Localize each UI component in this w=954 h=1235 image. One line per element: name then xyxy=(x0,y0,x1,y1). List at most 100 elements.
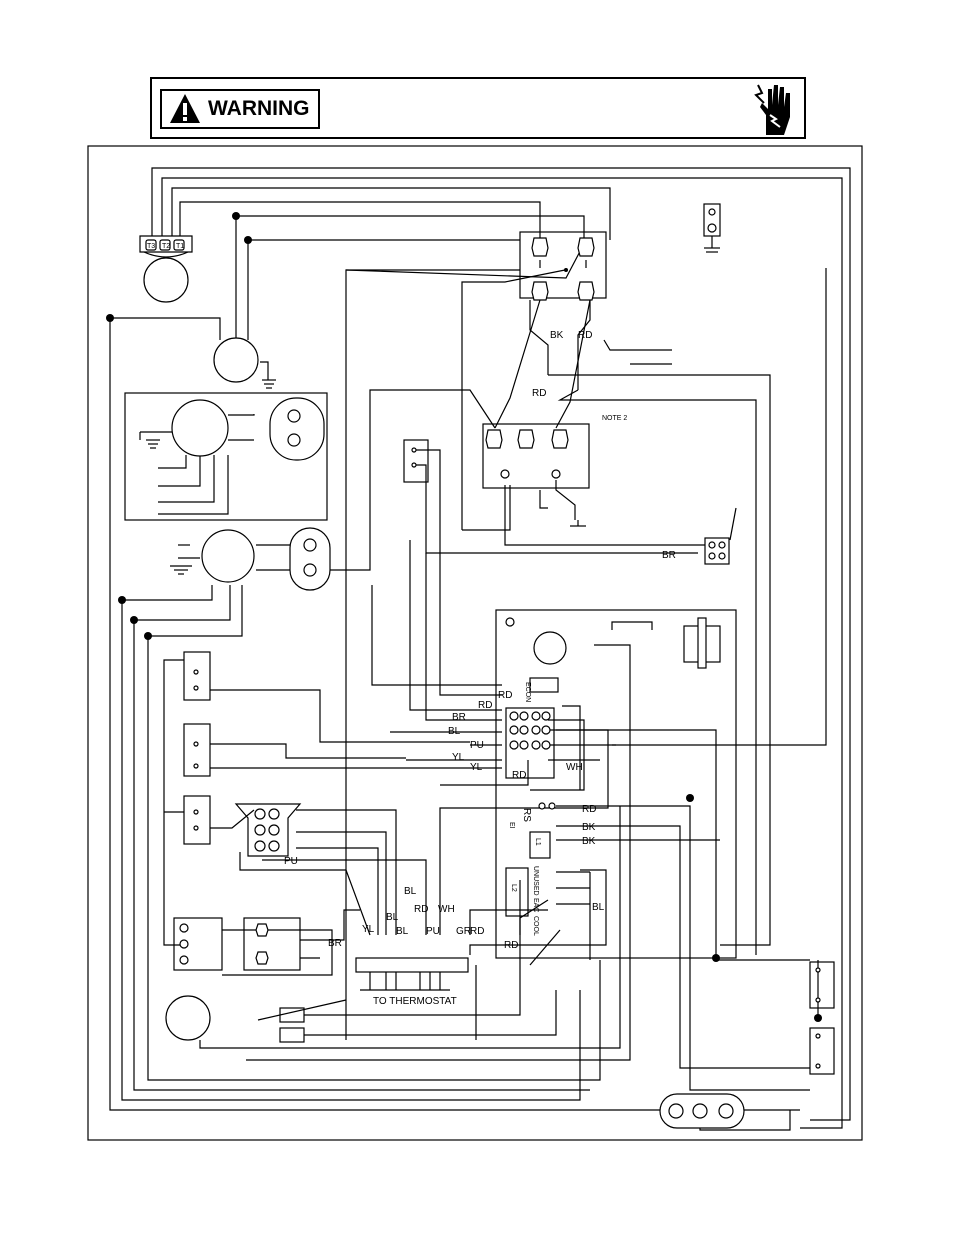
relay-block xyxy=(482,423,590,489)
wire-label: RD xyxy=(582,804,596,815)
gas-valve xyxy=(173,917,223,971)
wire-label: BL xyxy=(448,726,461,737)
diagram-polyline xyxy=(147,636,601,1081)
diagram-circle xyxy=(411,447,417,453)
diagram-circle xyxy=(519,740,529,750)
electric-shock-hand-icon xyxy=(754,84,790,135)
diagram-circle xyxy=(538,802,546,810)
diagram-circle xyxy=(708,541,716,549)
diagram-circle xyxy=(179,923,189,933)
diagram-circle xyxy=(193,741,199,747)
wire-label: RD xyxy=(470,926,484,937)
limit-switch-2 xyxy=(183,723,211,777)
diagram-polygon xyxy=(255,923,269,937)
diagram-circle xyxy=(268,824,280,836)
diagram-polyline xyxy=(158,455,187,469)
diagram-polyline xyxy=(603,339,672,351)
low-pressure-switch xyxy=(809,1027,835,1075)
wire-label: BR xyxy=(452,712,466,723)
fan-capacitor xyxy=(289,527,331,591)
board-label-l2: L2 xyxy=(510,884,517,892)
diagram-circle xyxy=(244,236,252,244)
warning-triangle-icon xyxy=(170,94,200,123)
contactor-terminals xyxy=(531,237,595,301)
diagram-polyline xyxy=(494,299,541,429)
diagram-polyline xyxy=(548,374,771,946)
diagram-polyline xyxy=(171,187,611,240)
warning-label: WARNING xyxy=(208,97,310,120)
terminal-t1: T1 xyxy=(176,243,184,250)
diagram-polyline xyxy=(529,929,561,966)
diagram-polygon xyxy=(531,281,549,301)
diagram-circle xyxy=(193,763,199,769)
diagram-polyline xyxy=(210,743,406,759)
diagram-polyline xyxy=(121,600,581,1101)
diagram-polyline xyxy=(556,805,810,1091)
diagram-polyline xyxy=(440,760,529,786)
diagram-circle xyxy=(254,824,266,836)
diagram-polyline xyxy=(530,719,585,791)
wire-label: BL xyxy=(404,886,417,897)
diagram-polyline xyxy=(151,167,851,1121)
condenser-fan-motor xyxy=(201,529,255,583)
diagram-polyline xyxy=(469,869,607,955)
diagram-circle xyxy=(254,840,266,852)
diagram-g xyxy=(360,972,450,991)
diagram-polyline xyxy=(161,177,843,1129)
diagram-polygon xyxy=(551,429,569,449)
diagram-polyline xyxy=(469,909,548,935)
diagram-polyline xyxy=(133,620,590,1091)
diagram-polyline xyxy=(158,455,229,515)
diagram-polyline xyxy=(409,540,502,711)
wire-label: BK xyxy=(582,822,596,833)
diagram-circle xyxy=(686,794,694,802)
wire-label: RD xyxy=(504,940,518,951)
diagram-polyline xyxy=(262,859,427,935)
compressor-terminal-box xyxy=(139,235,193,303)
diagram-polyline xyxy=(148,585,243,637)
diagram-polyline xyxy=(257,999,347,1021)
limit-switch-1 xyxy=(183,651,211,701)
high-pressure-switch xyxy=(809,961,835,1009)
ground-icon xyxy=(170,557,200,575)
diagram-circle xyxy=(505,617,515,627)
diagram-circle xyxy=(564,268,568,272)
wire-label: PU xyxy=(284,856,298,867)
diagram-circle xyxy=(193,825,199,831)
inducer-plug xyxy=(234,803,302,857)
diagram-circle xyxy=(531,740,541,750)
diagram-circle xyxy=(509,711,519,721)
board-label-econ: ECON xyxy=(524,682,531,702)
ground-icon xyxy=(139,431,172,449)
board-label-rs: RS xyxy=(521,808,532,822)
diagram-circle xyxy=(708,208,716,216)
diagram-rect xyxy=(529,677,559,693)
diagram-circle xyxy=(815,1033,821,1039)
diagram-polyline xyxy=(539,490,548,509)
connector-pins xyxy=(509,711,551,750)
wire-label: BR xyxy=(662,550,676,561)
board-label-unused: UNUSED xyxy=(532,866,539,896)
motor-b xyxy=(213,337,259,383)
diagram-polygon xyxy=(255,951,269,965)
warning-label-box: WARNING xyxy=(160,89,320,129)
board-fuse xyxy=(533,631,567,665)
wire-label: PU xyxy=(470,740,484,751)
thermostat-terminal-strip xyxy=(355,957,469,973)
board-label-cool: COOL xyxy=(532,916,539,936)
wires xyxy=(109,167,851,1131)
diagram-circle xyxy=(509,740,519,750)
diagram-polyline xyxy=(296,847,379,935)
relay-l2 xyxy=(505,867,529,917)
note-2-label: NOTE 2 xyxy=(602,415,627,422)
diagram-polyline xyxy=(729,507,737,541)
diagram-polyline xyxy=(163,659,184,946)
diagram-polyline xyxy=(415,464,698,554)
diagram-circle xyxy=(303,538,317,552)
wire-label: WH xyxy=(566,762,583,773)
diagram-polyline xyxy=(556,729,810,961)
diagram-circle xyxy=(179,939,189,949)
diagram-polyline xyxy=(345,239,587,279)
diagram-circle xyxy=(509,725,519,735)
diagram-polyline xyxy=(462,485,511,531)
